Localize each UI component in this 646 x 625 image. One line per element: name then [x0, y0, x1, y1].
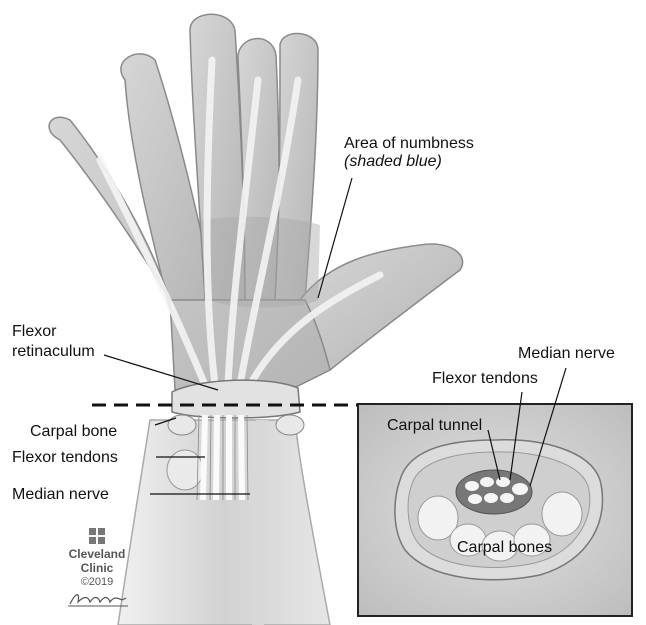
logo-copyright: ©2019 [80, 576, 114, 588]
cross-section [394, 439, 604, 581]
label-carpal-bone: Carpal bone [30, 423, 118, 440]
label-carpal-bones: Carpal bones [457, 539, 553, 556]
label-shaded-blue: (shaded blue) [344, 152, 442, 171]
label-shaded-blue-text: (shaded blue) [344, 153, 442, 170]
flexor-retinaculum [171, 379, 301, 419]
carpal-bone-left [167, 414, 197, 436]
label-flexor-tendons: Flexor tendons [12, 449, 118, 466]
artist-signature [68, 594, 128, 607]
forearm [117, 419, 331, 625]
hand [48, 13, 464, 398]
tendons-hand [96, 56, 384, 389]
label-inset-flexor-tendons: Flexor tendons [432, 370, 538, 387]
logo-line-2: Clinic [80, 561, 114, 575]
label-area-of-numbness: Area of numbness [344, 135, 474, 152]
label-flexor-retinaculum-1: Flexor [12, 323, 57, 340]
label-flexor-retinaculum-2: retinaculum [12, 343, 95, 360]
carpal-bone-right [275, 414, 305, 436]
median-nerve [252, 419, 268, 625]
label-inset-median-nerve: Median nerve [518, 345, 615, 362]
numbness-region [200, 216, 320, 308]
logo-line-1: Cleveland [68, 547, 126, 561]
cleveland-clinic-logo-mark [89, 528, 105, 544]
label-median-nerve: Median nerve [12, 486, 109, 503]
label-carpal-tunnel: Carpal tunnel [387, 417, 483, 434]
